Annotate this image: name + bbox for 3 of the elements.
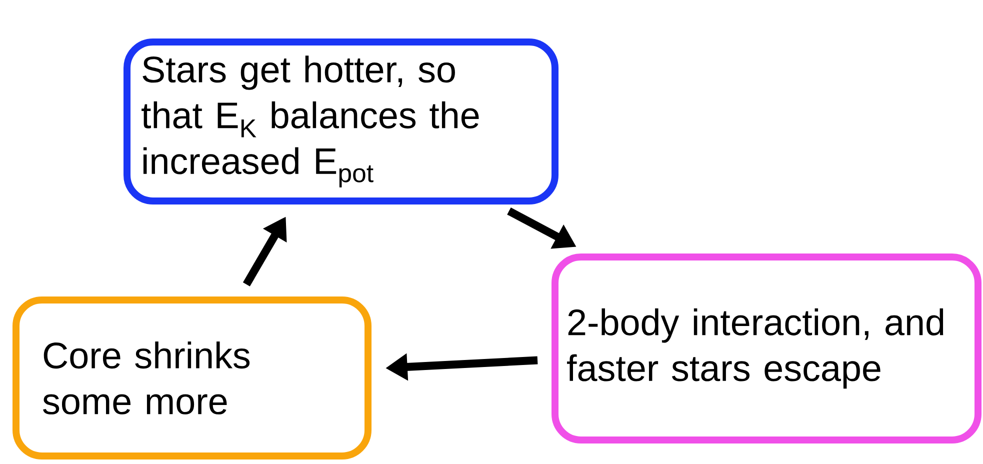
process-box: 2-body interaction, and faster stars escape <box>552 253 982 444</box>
process-box: Stars get hotter, so that E$_{K}$ balances the increased E$_{pot}$ <box>124 38 558 204</box>
process-box: Core shrinks some more <box>12 296 372 460</box>
